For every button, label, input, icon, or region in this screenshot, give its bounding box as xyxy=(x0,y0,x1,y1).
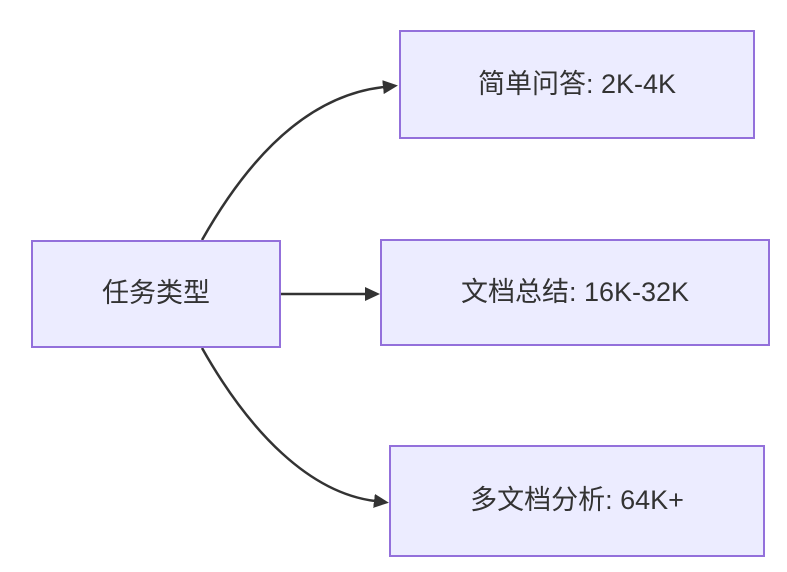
node-multi-doc-analysis: 多文档分析: 64K+ xyxy=(389,445,765,557)
node-doc-summary: 文档总结: 16K-32K xyxy=(380,239,770,346)
edge-root-to-child-2 xyxy=(200,347,389,508)
node-task-type-label: 任务类型 xyxy=(102,278,210,309)
node-task-type: 任务类型 xyxy=(31,240,281,348)
node-doc-summary-label: 文档总结: 16K-32K xyxy=(460,276,690,307)
edge-root-to-child-0 xyxy=(200,80,398,241)
node-simple-qa-label: 简单问答: 2K-4K xyxy=(477,68,677,99)
node-simple-qa: 简单问答: 2K-4K xyxy=(399,30,755,139)
node-multi-doc-analysis-label: 多文档分析: 64K+ xyxy=(470,485,684,516)
